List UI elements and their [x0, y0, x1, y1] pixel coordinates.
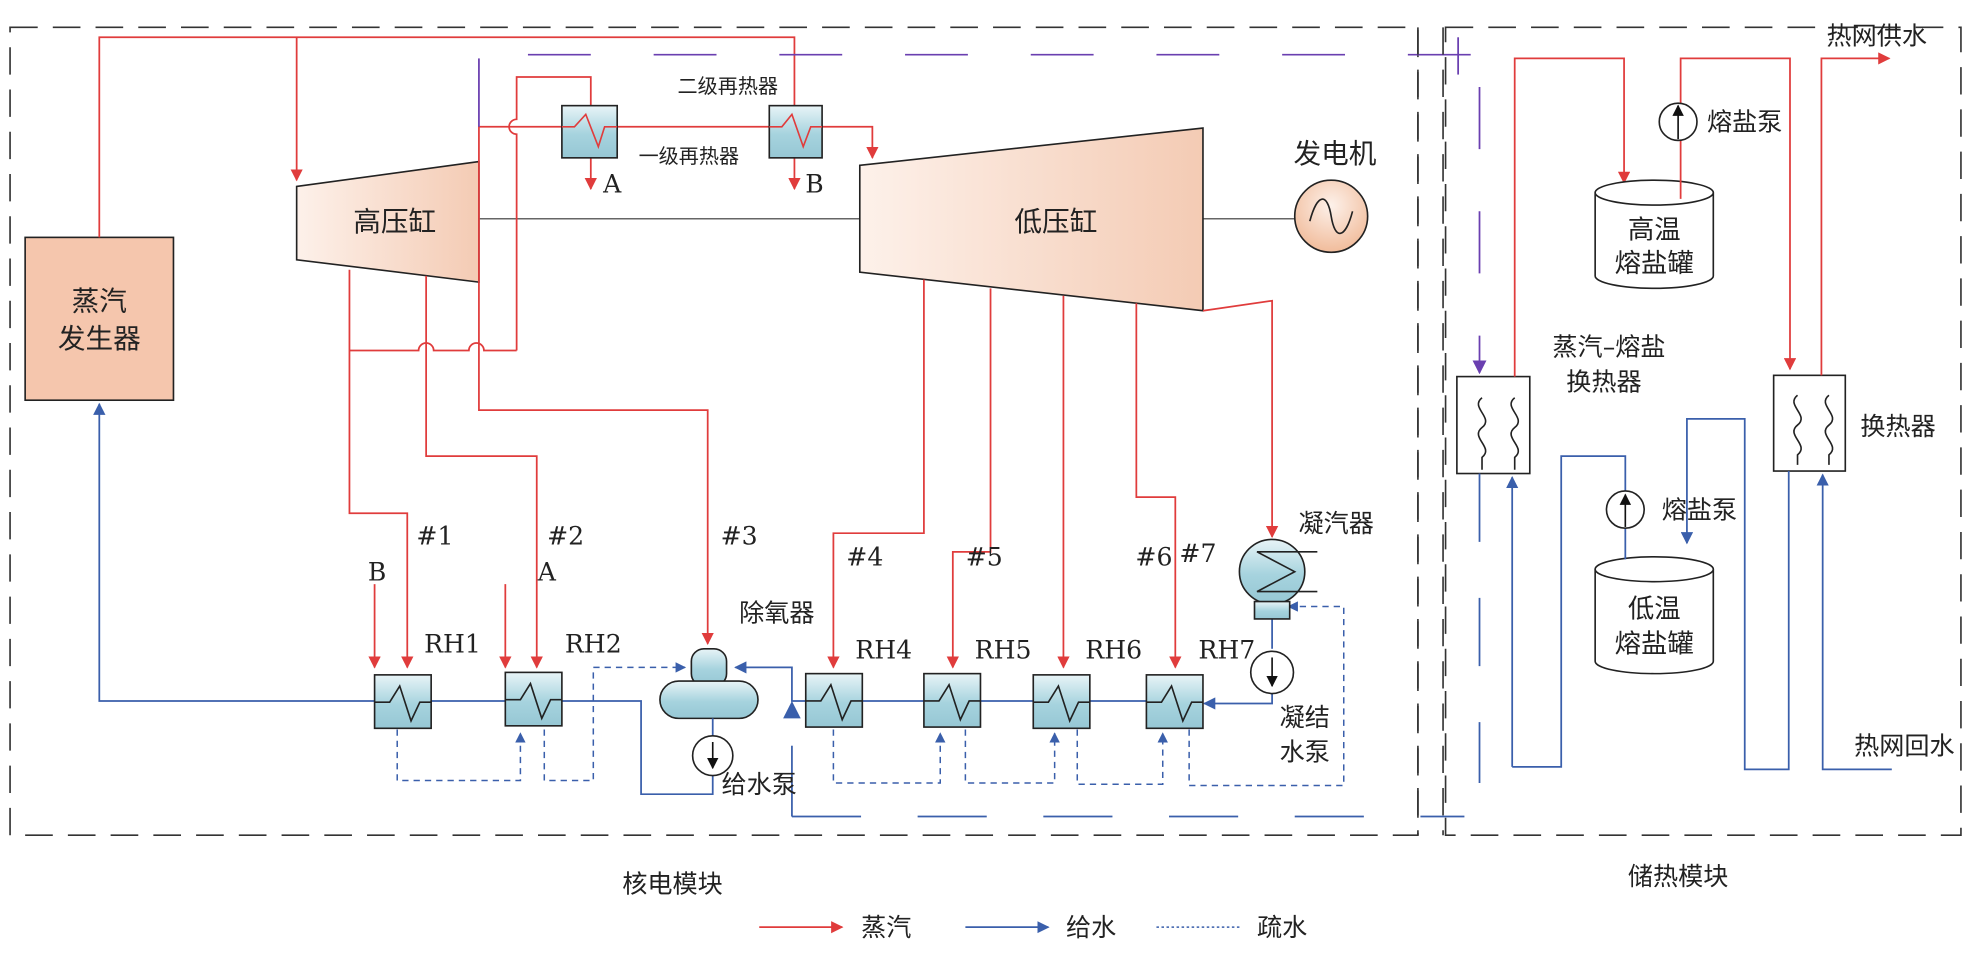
heater-rh1-label: RH1 — [424, 630, 481, 659]
legend-drain-label: 疏水 — [1257, 913, 1307, 942]
cold-salt-tank: 低温 熔盐罐 — [1594, 555, 1715, 675]
legend-steam-label: 蒸汽 — [861, 913, 911, 942]
hot-salt-tank: 高温 熔盐罐 — [1594, 179, 1715, 290]
connector-a-out: A — [602, 170, 622, 199]
generator: 发电机 — [1293, 138, 1376, 254]
extraction-label-2: #2 — [547, 522, 584, 551]
condensate-to-deaerator — [734, 661, 806, 702]
salt-pump-bottom: 熔盐泵 — [1605, 490, 1737, 530]
reheater-1: 一级再热器 A — [561, 104, 740, 199]
reheat-steam-line-a — [508, 76, 592, 351]
condensate-pump-to-rh7 — [1202, 693, 1273, 710]
steam-salt-heat-exchanger: 蒸汽–熔盐 换热器 — [1456, 333, 1666, 475]
heating-return-line — [1816, 473, 1892, 771]
extraction-label-4: #4 — [846, 543, 883, 572]
hot-tank-label-line1: 高温 — [1628, 216, 1681, 246]
drain-rh7-condenser — [1188, 601, 1345, 787]
heater-rh2: RH2 — [504, 630, 622, 727]
lp-cylinder-label: 低压缸 — [1014, 206, 1097, 238]
sine-wave-icon — [1309, 198, 1354, 235]
storage-module-label: 储热模块 — [1628, 862, 1729, 891]
feed-pump: 给水泵 — [691, 718, 797, 799]
extraction-label-1: #1 — [416, 522, 453, 551]
heater-rh6: RH6 — [1032, 636, 1142, 730]
heating-return-label: 热网回水 — [1854, 732, 1955, 761]
steam-generator-label-line2: 发生器 — [58, 323, 141, 355]
condensate-pump-label-line2: 水泵 — [1280, 738, 1330, 767]
steam-salt-hx-label-line2: 换热器 — [1566, 367, 1641, 396]
heating-supply-line — [1820, 52, 1891, 376]
heater-rh6-label: RH6 — [1085, 636, 1142, 665]
deaerator: 除氧器 — [659, 599, 815, 720]
steam-generator-label-line1: 蒸汽 — [72, 286, 127, 318]
heater-rh5-label: RH5 — [975, 636, 1032, 665]
connector-a-in: A — [537, 558, 557, 587]
steam-salt-hx-label-line1: 蒸汽–熔盐 — [1552, 333, 1665, 362]
extraction-2 — [425, 275, 543, 669]
steam-generator: 蒸汽 发生器 — [24, 236, 175, 402]
cold-salt-return — [1680, 417, 1790, 771]
nuclear-module-label: 核电模块 — [622, 870, 723, 899]
extraction-7 — [1135, 303, 1182, 669]
heater-rh1: RH1 — [373, 630, 481, 730]
salt-pump-bottom-label: 熔盐泵 — [1662, 495, 1737, 524]
heating-supply-label: 热网供水 — [1826, 22, 1927, 51]
deaerator-label: 除氧器 — [739, 599, 814, 628]
feedwater-pump-line — [561, 700, 714, 796]
reheater-2: 二级再热器 B — [678, 74, 824, 198]
hp-crossover — [349, 342, 517, 352]
storage-module-border — [1444, 26, 1962, 837]
salt-pump-top: 熔盐泵 — [1658, 102, 1782, 142]
heat-exchanger-label: 换热器 — [1860, 412, 1935, 441]
legend: 蒸汽 给水 疏水 — [759, 913, 1307, 942]
generator-label: 发电机 — [1293, 138, 1376, 170]
heater-rh5: RH5 — [923, 636, 1032, 728]
connector-b-in: B — [368, 558, 386, 587]
main-steam-line — [98, 36, 796, 238]
hp-cylinder: 高压缸 — [295, 160, 480, 284]
hot-salt-to-tank — [1513, 57, 1631, 377]
drain-rh5-rh6 — [964, 729, 1060, 784]
extraction-1 — [348, 269, 414, 669]
heater-rh4: RH4 — [804, 636, 912, 728]
hot-tank-label-line2: 熔盐罐 — [1615, 249, 1694, 279]
extraction-label-3: #3 — [721, 522, 758, 551]
drain-rh2-deaerator — [543, 662, 687, 782]
heater-rh4-label: RH4 — [855, 636, 912, 665]
drain-rh4-rh5 — [832, 729, 946, 784]
condenser-label: 凝汽器 — [1299, 509, 1374, 538]
cold-tank-label-line2: 熔盐罐 — [1615, 630, 1694, 660]
extraction-label-6: #6 — [1135, 543, 1172, 572]
hp-cylinder-label: 高压缸 — [353, 206, 436, 238]
reheater-1-label: 一级再热器 — [639, 144, 740, 168]
heater-rh7-label: RH7 — [1198, 636, 1255, 665]
salt-pump-top-label: 熔盐泵 — [1707, 108, 1782, 137]
condensate-pump: 凝结 水泵 — [1249, 650, 1330, 767]
hp-exhaust-to-reheater — [478, 125, 562, 283]
heater-rh7: RH7 — [1145, 636, 1255, 730]
condenser: 凝汽器 — [1238, 509, 1374, 620]
extraction-label-5: #5 — [966, 543, 1003, 572]
arrow-up-icon — [783, 700, 801, 719]
connector-b-out: B — [805, 170, 823, 199]
heater-rh2-label: RH2 — [565, 630, 622, 659]
extraction-label-7: #7 — [1179, 539, 1216, 568]
reheater-2-label: 二级再热器 — [678, 74, 779, 98]
cold-tank-label-line1: 低温 — [1628, 595, 1681, 625]
feed-pump-label: 给水泵 — [722, 770, 797, 799]
reheated-steam-to-lp — [822, 125, 879, 160]
lp-cylinder: 低压缸 — [858, 127, 1204, 312]
heating-heat-exchanger: 换热器 — [1772, 374, 1936, 472]
drain-rh1-rh2 — [396, 729, 526, 782]
condensate-pump-label-line1: 凝结 — [1280, 703, 1330, 732]
extraction-4 — [827, 279, 925, 669]
extraction-5 — [946, 288, 992, 669]
cold-salt-loop-left — [1512, 455, 1627, 768]
feedwater-to-steam-generator — [93, 402, 375, 702]
legend-feedwater-label: 给水 — [1066, 913, 1116, 942]
extraction-3 — [478, 282, 714, 646]
lp-exhaust-to-condenser — [1202, 299, 1279, 539]
drain-rh6-rh7 — [1076, 729, 1169, 785]
